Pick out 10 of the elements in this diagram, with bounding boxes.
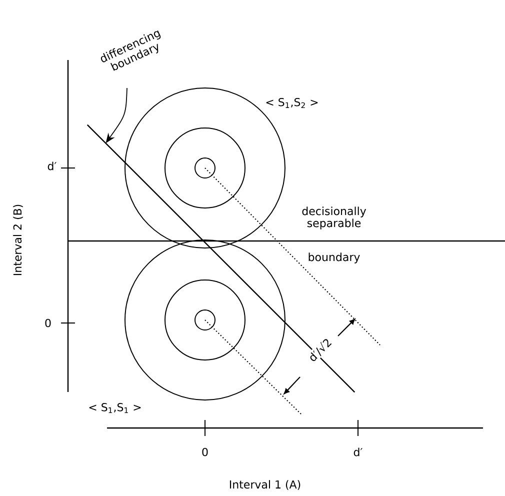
tick-label: d′ — [48, 162, 56, 170]
axis-label: Interval 2 (B) — [13, 204, 23, 276]
set-label: < S$_{1}$,S$_{1}$ > — [89, 403, 141, 413]
axis-label: Interval 1 (A) — [230, 480, 300, 490]
set-label: < S$_{1}$,S$_{2}$ > — [266, 98, 318, 108]
tick-label: d′ — [354, 448, 362, 456]
tick-label: 0 — [202, 448, 208, 456]
boundary-label: boundary — [308, 252, 360, 264]
tick-label: 0 — [45, 318, 51, 328]
boundary-label: decisionally separable — [302, 206, 366, 230]
